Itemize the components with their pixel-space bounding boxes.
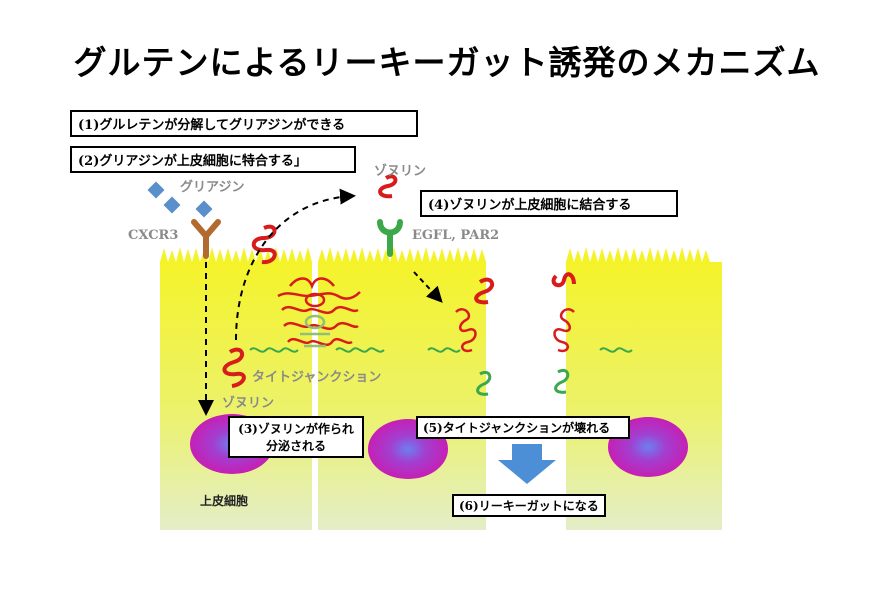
step-3-box: (3)ゾヌリンが作られ 分泌される xyxy=(228,416,364,458)
zonulin-top-label: ゾヌリン xyxy=(374,164,427,179)
epithelial-cell-label: 上皮細胞 xyxy=(200,494,249,508)
step-5-box: (5)タイトジャンクションが壊れる xyxy=(416,416,630,439)
coil-left-gap xyxy=(455,308,477,353)
epithelial-cell-left xyxy=(160,247,312,530)
arrow-to-junction xyxy=(413,271,443,303)
gliadin-label: グリアジン xyxy=(180,180,245,195)
junction-strand-left xyxy=(249,347,299,353)
step-1-box: (1)グルレテンが分解してグリアジンができる xyxy=(70,110,418,137)
epithelial-cell-right xyxy=(566,247,722,530)
step-3-line-1: (3)ゾヌリンが作られ xyxy=(238,422,354,436)
egfl-par2-receptor xyxy=(377,219,403,257)
microvilli-left xyxy=(160,247,312,262)
tight-junction-intact xyxy=(277,277,361,348)
cxcr3-receptor xyxy=(191,219,221,259)
arrow-zonulin-up xyxy=(235,188,356,341)
zonulin-released-1 xyxy=(474,277,495,305)
zonulin-released-2 xyxy=(551,272,576,288)
junction-strand-middle xyxy=(335,347,385,353)
step-3-line-2: 分泌される xyxy=(265,439,326,453)
cxcr3-label: CXCR3 xyxy=(128,228,179,243)
junction-green-left xyxy=(476,370,492,396)
microvilli-right xyxy=(566,247,710,262)
junction-green-right xyxy=(554,368,570,394)
tight-junction-label: タイトジャンクション xyxy=(252,370,382,385)
down-arrow xyxy=(498,444,556,484)
zonulin-near-receptor xyxy=(251,224,277,265)
zonulin-mid-label: ゾヌリン xyxy=(222,396,275,411)
junction-strand-gap-left xyxy=(427,347,461,353)
page-title: グルテンによるリーキーガット誘発のメカニズム xyxy=(73,43,821,82)
egfl-par2-label: EGFL, PAR2 xyxy=(412,228,500,243)
junction-strand-right xyxy=(599,347,633,353)
zonulin-secreted xyxy=(222,347,246,388)
step-2-box: (2)グリアジンが上皮細胞に特合する」 xyxy=(70,146,356,173)
gliadin-molecules xyxy=(147,181,213,218)
microvilli-middle xyxy=(318,247,486,262)
step-4-box: (4)ゾヌリンが上皮細胞に結合する xyxy=(420,190,678,217)
zonulin-top xyxy=(378,174,398,199)
epithelial-cell-middle xyxy=(318,247,486,530)
coil-right-gap xyxy=(553,308,575,353)
step-6-box: (6)リーキーガットになる xyxy=(452,494,606,517)
